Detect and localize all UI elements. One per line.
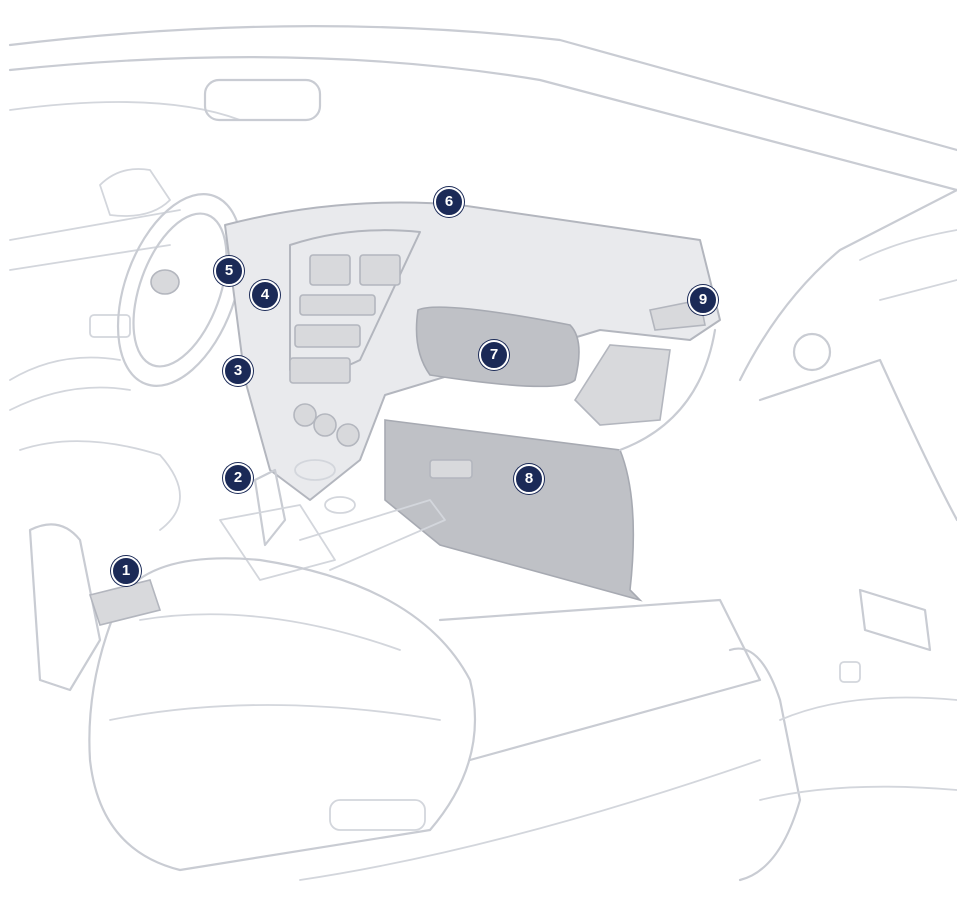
door-pocket [728,647,802,882]
climate-controls [289,357,351,384]
callout-4: 4 [250,280,280,310]
console-edge [299,499,446,571]
floor-mat [438,598,762,762]
gear-surround [219,504,336,581]
steering-wheel [116,193,244,387]
glove-box [384,419,643,602]
window-switch [839,661,861,683]
cup-holder-rear [324,496,356,514]
a-pillar-left [9,101,241,121]
driver-seat-side [28,523,102,692]
left-door-handle [89,314,131,338]
callout-7: 7 [479,340,509,370]
passenger-door-handle [858,588,932,652]
door-speaker-tweeter [792,332,832,372]
door-lower-trim [759,785,957,801]
driver-seat-cushion [88,557,477,872]
rear-view-mirror [203,78,322,122]
seat-back [19,440,181,531]
callout-8: 8 [514,464,544,494]
passenger-vent [573,344,671,426]
center-vent-right [359,254,401,286]
glove-box-handle [429,459,473,479]
callout-2: 2 [223,463,253,493]
callout-9: 9 [688,285,718,315]
center-vent-left [309,254,351,286]
steering-wheel-hub [150,269,180,295]
roof-inner-line [8,56,957,192]
callout-6: 6 [434,187,464,217]
dash-side [618,328,717,452]
steering-wheel-inner [132,212,228,368]
seat-rail-cover [329,799,426,831]
gear-lever [253,468,287,547]
callout-1: 1 [111,556,141,586]
passenger-door-upper [758,358,957,522]
door-armrest [779,696,957,721]
climate-knob-left [293,403,317,427]
passenger-window [859,229,957,301]
door-sill [299,759,761,881]
seat-seam-1 [139,613,401,651]
climate-knob-right [336,423,360,447]
callout-5: 5 [214,256,244,286]
radio-buttons [294,324,361,348]
seat-seam-2 [109,704,441,721]
left-door [9,356,131,411]
left-window [9,209,181,271]
side-mirror [99,168,171,217]
radio-display [299,294,376,316]
passenger-door-frame [738,188,957,382]
callout-3: 3 [223,356,253,386]
cup-holder-front [294,459,336,481]
roof-line [8,25,957,152]
climate-knob-middle [313,413,337,437]
